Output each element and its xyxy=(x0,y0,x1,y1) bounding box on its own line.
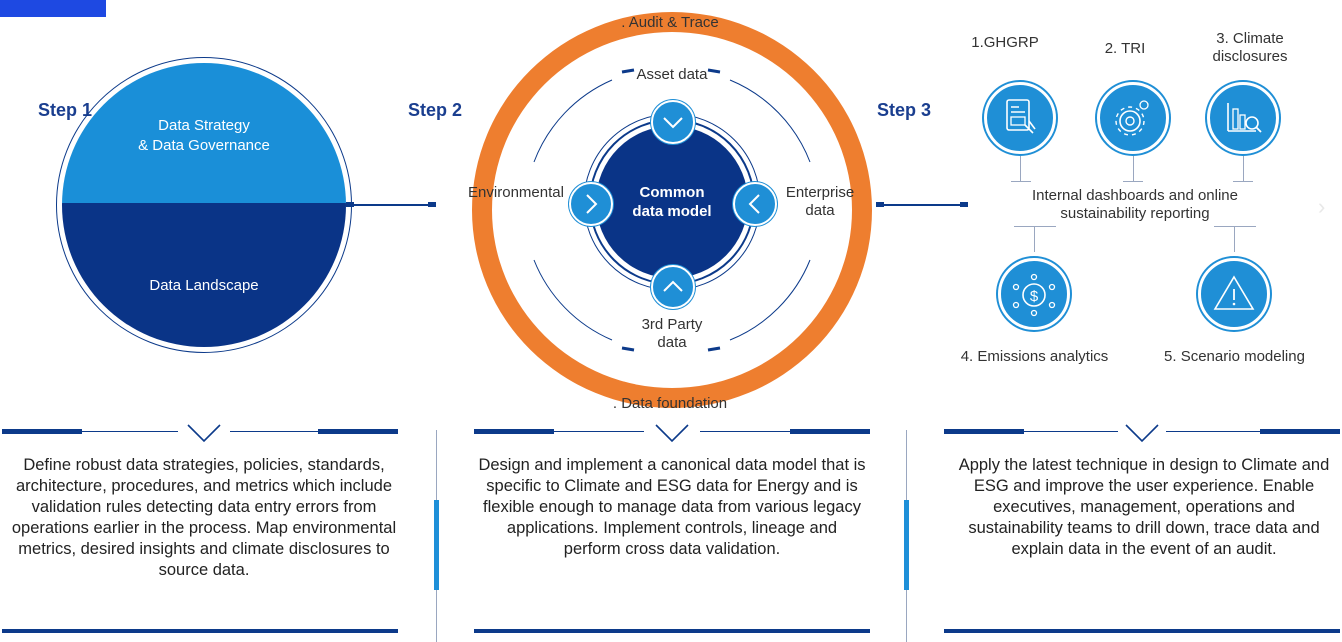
col2-chevron-down-icon xyxy=(655,424,689,443)
asset-data-label: Asset data xyxy=(636,66,708,83)
next-arrow-icon[interactable]: › xyxy=(1318,194,1326,219)
tree-line-3 xyxy=(1243,156,1244,182)
col3-top-bar-left xyxy=(944,429,1024,434)
scenario-circle xyxy=(1198,258,1270,330)
tree-line-5 xyxy=(1234,226,1235,252)
tree-line-2 xyxy=(1133,156,1134,182)
separator-accent-1 xyxy=(434,500,439,590)
connector-cap-1a xyxy=(346,202,354,207)
step1-bottom-half xyxy=(62,203,346,347)
col1-top-line-right xyxy=(230,431,318,432)
connector-line-2 xyxy=(876,204,968,206)
col1-bottom-bar xyxy=(2,629,398,633)
step2-arcs xyxy=(533,68,811,352)
climate-circle xyxy=(1207,82,1279,154)
emissions-circle: $ xyxy=(998,258,1070,330)
tree-tick-5 xyxy=(1214,226,1256,227)
environmental-label: Environmental xyxy=(468,184,564,201)
ghgrp-label: 1.GHGRP xyxy=(971,34,1039,51)
separator-accent-2 xyxy=(904,500,909,590)
col3-top-line-left xyxy=(1024,431,1118,432)
connector-cap-2a xyxy=(876,202,884,207)
hub-label: Internal dashboards and online sustainab… xyxy=(1032,187,1238,222)
chevron-down-icon xyxy=(663,117,683,129)
tri-label: 2. TRI xyxy=(1104,40,1146,57)
enterprise-data-label: Enterprise data xyxy=(785,184,855,219)
step1-circle xyxy=(62,63,346,347)
scenario-label: 5. Scenario modeling xyxy=(1164,348,1305,365)
chevron-up-icon xyxy=(663,280,683,292)
third-party-label: 3rd Party data xyxy=(641,316,703,351)
tri-circle xyxy=(1097,82,1169,154)
col3-top-line-right xyxy=(1166,431,1260,432)
chevron-right-icon xyxy=(586,194,598,214)
tree-tick-2 xyxy=(1123,181,1143,182)
col1-top-bar-left xyxy=(2,429,82,434)
ghgrp-circle xyxy=(984,82,1056,154)
ring-bottom-label: . Data foundation xyxy=(612,395,728,412)
col3-top-bar-right xyxy=(1260,429,1340,434)
step1-top-half xyxy=(62,63,346,203)
step2-description: Design and implement a canonical data mo… xyxy=(478,456,866,558)
svg-text:$: $ xyxy=(1030,288,1039,305)
col1-chevron-down-icon xyxy=(187,424,221,443)
node-right xyxy=(569,182,613,226)
step3-description: Apply the latest technique in design to … xyxy=(958,456,1330,558)
step1-bottom-label: Data Landscape xyxy=(149,277,259,294)
dollar-network-icon: $ xyxy=(1012,273,1056,317)
node-down xyxy=(651,100,695,144)
col2-bottom-bar xyxy=(474,629,870,633)
step1-description: Define robust data strategies, policies,… xyxy=(11,456,397,579)
node-up xyxy=(651,265,695,309)
report-icon xyxy=(1006,99,1036,134)
tree-line-4 xyxy=(1034,226,1035,252)
col2-top-line-right xyxy=(700,431,790,432)
connector-cap-2b xyxy=(960,202,968,207)
chart-search-icon xyxy=(1227,103,1262,133)
connector-cap-1b xyxy=(428,202,436,207)
tree-tick-4 xyxy=(1014,226,1056,227)
emissions-label: 4. Emissions analytics xyxy=(960,348,1109,365)
tree-tick-3 xyxy=(1233,181,1253,182)
tree-tick-1 xyxy=(1011,181,1031,182)
col2-top-bar-right xyxy=(790,429,870,434)
connector-line-1 xyxy=(346,204,436,206)
step1-top-label: Data Strategy & Data Governance xyxy=(138,117,270,154)
col3-chevron-down-icon xyxy=(1125,424,1159,443)
ring-top-label: . Audit & Trace xyxy=(621,14,719,31)
step-2-label: Step 2 xyxy=(408,100,463,120)
col2-top-line-left xyxy=(554,431,644,432)
corner-tab xyxy=(0,0,106,17)
step-3-label: Step 3 xyxy=(877,100,932,120)
gear-icon xyxy=(1115,100,1149,136)
node-left xyxy=(733,182,777,226)
col3-bottom-bar xyxy=(944,629,1340,633)
tree-line-1 xyxy=(1020,156,1021,182)
climate-disclosures-label: 3. Climate disclosures xyxy=(1212,30,1288,65)
chevron-left-icon xyxy=(748,194,760,214)
col1-top-bar-right xyxy=(318,429,398,434)
warning-icon xyxy=(1213,275,1255,310)
col1-top-line-left xyxy=(82,431,178,432)
center-label: Common data model xyxy=(632,184,712,220)
col2-top-bar-left xyxy=(474,429,554,434)
